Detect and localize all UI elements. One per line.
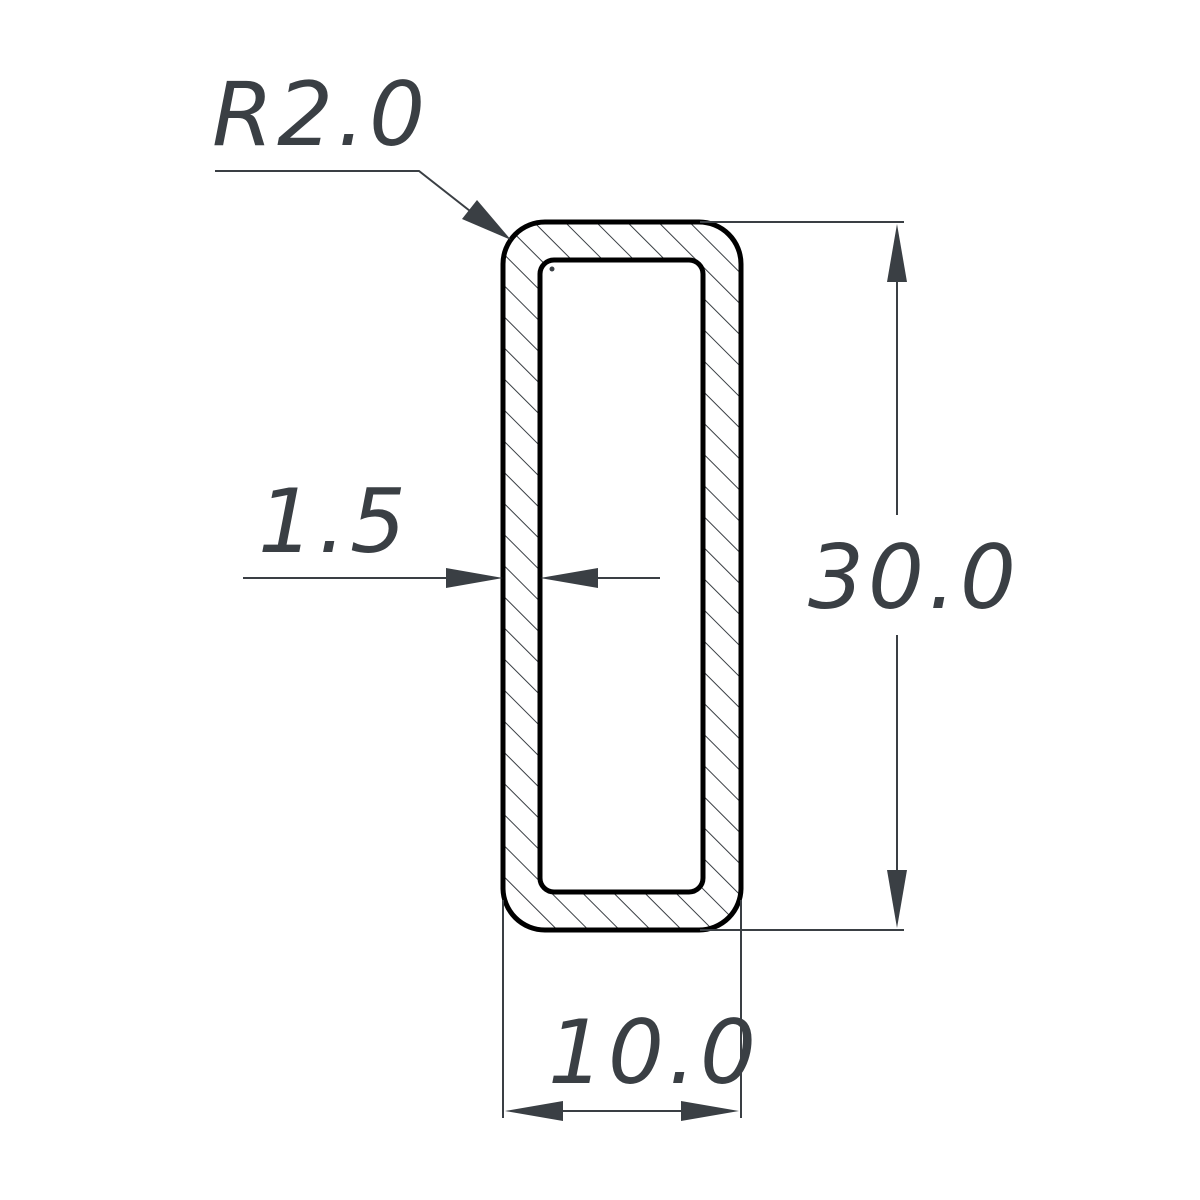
- radius-dimension: R2.0: [212, 63, 511, 240]
- width-label: 10.0: [548, 1001, 760, 1104]
- hatched-wall-section: [503, 222, 741, 930]
- wall-thickness-left-arrowhead: [446, 568, 503, 588]
- wall-thickness-right-arrowhead: [540, 568, 598, 588]
- wall-thickness-label: 1.5: [258, 470, 410, 573]
- inner-profile-outline: [537, 257, 706, 895]
- width-dimension: 10.0: [502, 900, 760, 1121]
- width-right-arrowhead: [681, 1101, 739, 1121]
- radius-arrowhead: [462, 200, 511, 240]
- height-label: 30.0: [808, 526, 1020, 629]
- height-top-arrowhead: [887, 224, 907, 282]
- corner-center-mark: [549, 266, 555, 272]
- outer-profile-outline: [500, 219, 744, 933]
- radius-label: R2.0: [212, 63, 429, 166]
- radius-leader-line: [215, 170, 471, 212]
- height-dimension: 30.0: [700, 221, 1020, 931]
- wall-thickness-dimension: 1.5: [243, 470, 660, 588]
- width-left-arrowhead: [505, 1101, 563, 1121]
- height-bottom-arrowhead: [887, 870, 907, 928]
